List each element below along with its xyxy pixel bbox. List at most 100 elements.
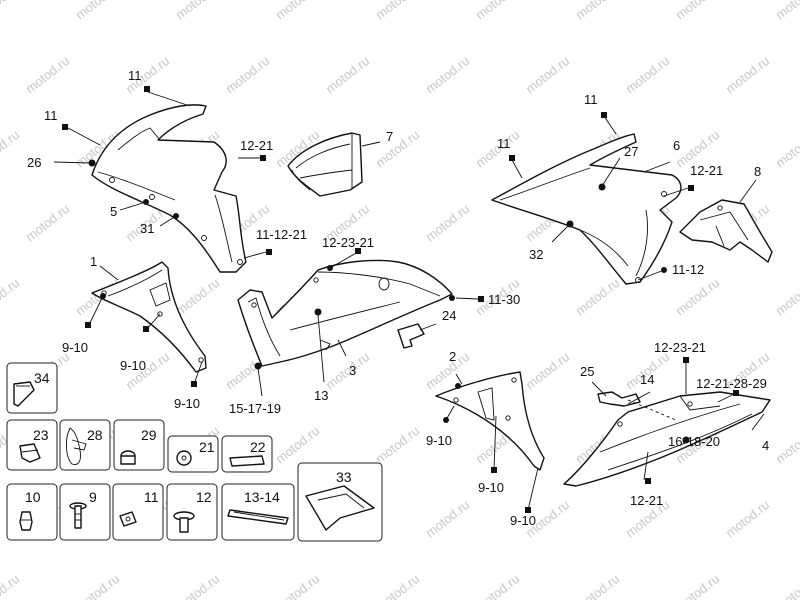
watermark-text: motod.ru [473, 0, 523, 22]
callout-9-10: 9-10 [426, 433, 452, 448]
callout-12-21: 12-21 [240, 138, 273, 153]
hardware-label-9: 9 [89, 489, 97, 505]
callout-15-17-19: 15-17-19 [229, 401, 281, 416]
watermark-text: motod.ru [273, 423, 323, 466]
callout-3: 3 [349, 363, 356, 378]
watermark-text: motod.ru [473, 571, 523, 600]
hardware-label-33: 33 [336, 469, 352, 485]
callout-9-10: 9-10 [510, 513, 536, 528]
watermark-text: motod.ru [423, 497, 473, 540]
callout-11: 11 [128, 68, 142, 83]
callout-12-21-28-29: 12-21-28-29 [696, 376, 767, 391]
callout-14: 14 [640, 372, 654, 387]
right-side-fairing [491, 133, 682, 285]
watermark-text: motod.ru [273, 571, 323, 600]
callout-9-10: 9-10 [120, 358, 146, 373]
callout-11: 11 [44, 108, 58, 123]
hardware-boxes: 34 23 28 29 21 [6, 362, 383, 542]
hardware-box-22: 22 [221, 435, 273, 473]
watermark-text: motod.ru [173, 571, 223, 600]
watermark-text: motod.ru [223, 53, 273, 96]
callout-9-10: 9-10 [62, 340, 88, 355]
hardware-label-34: 34 [34, 370, 50, 386]
callout-labels: 11 11 26 12-21 5 31 11-12-21 7 1 9-10 9-… [27, 68, 769, 528]
hardware-box-9: 9 [59, 483, 111, 541]
callout-markers [62, 86, 739, 513]
hardware-box-13-14: 13-14 [221, 483, 295, 541]
watermark-text: motod.ru [573, 0, 623, 22]
watermark-text: motod.ru [73, 571, 123, 600]
callout-26: 26 [27, 155, 41, 170]
hardware-label-13-14: 13-14 [244, 489, 280, 505]
watermark-text: motod.ru [173, 275, 223, 318]
watermark-text: motod.ru [673, 275, 723, 318]
callout-12-23-21: 12-23-21 [322, 235, 374, 250]
callout-11: 11 [584, 92, 598, 107]
callout-1: 1 [90, 254, 97, 269]
watermark-text: motod.ru [773, 275, 800, 318]
hardware-box-29: 29 [113, 419, 165, 471]
watermark-text: motod.ru [0, 0, 22, 22]
watermark-text: motod.ru [773, 571, 800, 600]
callout-11-12-21: 11-12-21 [256, 227, 307, 242]
hardware-label-22: 22 [250, 439, 266, 455]
hardware-label-23: 23 [33, 427, 49, 443]
hardware-label-12: 12 [196, 489, 212, 505]
callout-8: 8 [754, 164, 761, 179]
hardware-box-12: 12 [166, 483, 218, 541]
watermark-text: motod.ru [373, 0, 423, 22]
callout-27: 27 [624, 144, 638, 159]
hardware-label-21: 21 [199, 439, 215, 455]
lower-fairing-part-4 [563, 391, 771, 487]
watermark-text: motod.ru [573, 571, 623, 600]
callout-31: 31 [140, 221, 154, 236]
watermark-text: motod.ru [673, 0, 723, 22]
inner-panel-part-1 [91, 261, 207, 373]
hardware-box-23: 23 [6, 419, 58, 471]
leader-lines [53, 91, 765, 511]
watermark-text: motod.ru [773, 423, 800, 466]
hardware-box-11: 11 [112, 483, 164, 541]
watermark-text: motod.ru [323, 349, 373, 392]
callout-16-18-20: 16-18-20 [668, 434, 720, 449]
callout-32: 32 [529, 247, 543, 262]
callout-12-23-21: 12-23-21 [654, 340, 706, 355]
callout-7: 7 [386, 129, 393, 144]
callout-12-21: 12-21 [630, 493, 663, 508]
callout-11-30: 11-30 [488, 292, 520, 307]
watermark-text: motod.ru [273, 0, 323, 22]
watermark-text: motod.ru [23, 53, 73, 96]
callout-25: 25 [580, 364, 594, 379]
callout-11: 11 [497, 136, 511, 151]
watermark-text: motod.ru [723, 53, 773, 96]
watermark-text: motod.ru [423, 53, 473, 96]
watermark-text: motod.ru [423, 201, 473, 244]
watermark-text: motod.ru [673, 571, 723, 600]
callout-13: 13 [314, 388, 328, 403]
air-duct-part-7 [287, 132, 363, 197]
hardware-label-28: 28 [87, 427, 103, 443]
hardware-box-10: 10 [6, 483, 58, 541]
watermark-text: motod.ru [173, 0, 223, 22]
callout-9-10: 9-10 [174, 396, 200, 411]
callout-6: 6 [673, 138, 680, 153]
watermark-text: motod.ru [523, 53, 573, 96]
watermark-text: motod.ru [773, 127, 800, 170]
watermark-text: motod.ru [0, 127, 22, 170]
watermark-text: motod.ru [373, 571, 423, 600]
callout-9-10: 9-10 [478, 480, 504, 495]
watermark-text: motod.ru [0, 571, 22, 600]
watermark-text: motod.ru [73, 0, 123, 22]
hardware-label-29: 29 [141, 427, 157, 443]
hardware-box-21: 21 [167, 435, 219, 473]
hardware-box-34: 34 [6, 362, 58, 414]
inner-panel-part-2 [435, 371, 545, 471]
callout-5: 5 [110, 204, 117, 219]
hardware-label-11: 11 [144, 489, 159, 505]
watermark-text: motod.ru [0, 275, 22, 318]
belly-pan-part-3 [237, 259, 453, 367]
hardware-label-10: 10 [25, 489, 41, 505]
watermark-text: motod.ru [623, 53, 673, 96]
watermark-text: motod.ru [373, 423, 423, 466]
